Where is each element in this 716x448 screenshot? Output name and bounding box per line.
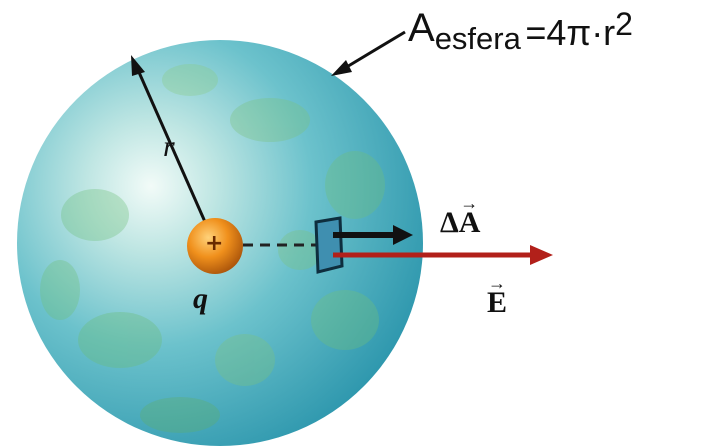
point-charge	[187, 218, 243, 274]
charge-label: q	[193, 282, 208, 315]
field-arrowhead	[530, 245, 553, 265]
vector-arrow-mark: →	[460, 193, 479, 213]
radius-label: r	[163, 130, 175, 163]
radius-arrowhead	[131, 55, 145, 76]
field-text: E	[487, 286, 508, 319]
vector-arrow-mark: →	[488, 273, 506, 293]
field-label: → E	[487, 274, 508, 319]
formula-a: A	[408, 6, 435, 50]
area-element	[314, 216, 344, 274]
charge-sign: +	[205, 231, 224, 256]
sphere-texture	[40, 64, 385, 433]
formula-subscript: esfera	[434, 21, 521, 56]
radius-line	[136, 69, 215, 241]
delta-a-arrowhead	[393, 225, 413, 245]
formula-rhs: =4π·r	[525, 12, 616, 53]
sphere-area-formula: Aesfera =4π·r2	[408, 6, 633, 54]
delta-a-text: ΔA	[440, 206, 481, 239]
formula-exponent: 2	[615, 6, 633, 42]
pointer-line	[344, 30, 406, 70]
pointer-arrowhead	[331, 60, 352, 76]
delta-a-label: → ΔA	[440, 194, 481, 239]
